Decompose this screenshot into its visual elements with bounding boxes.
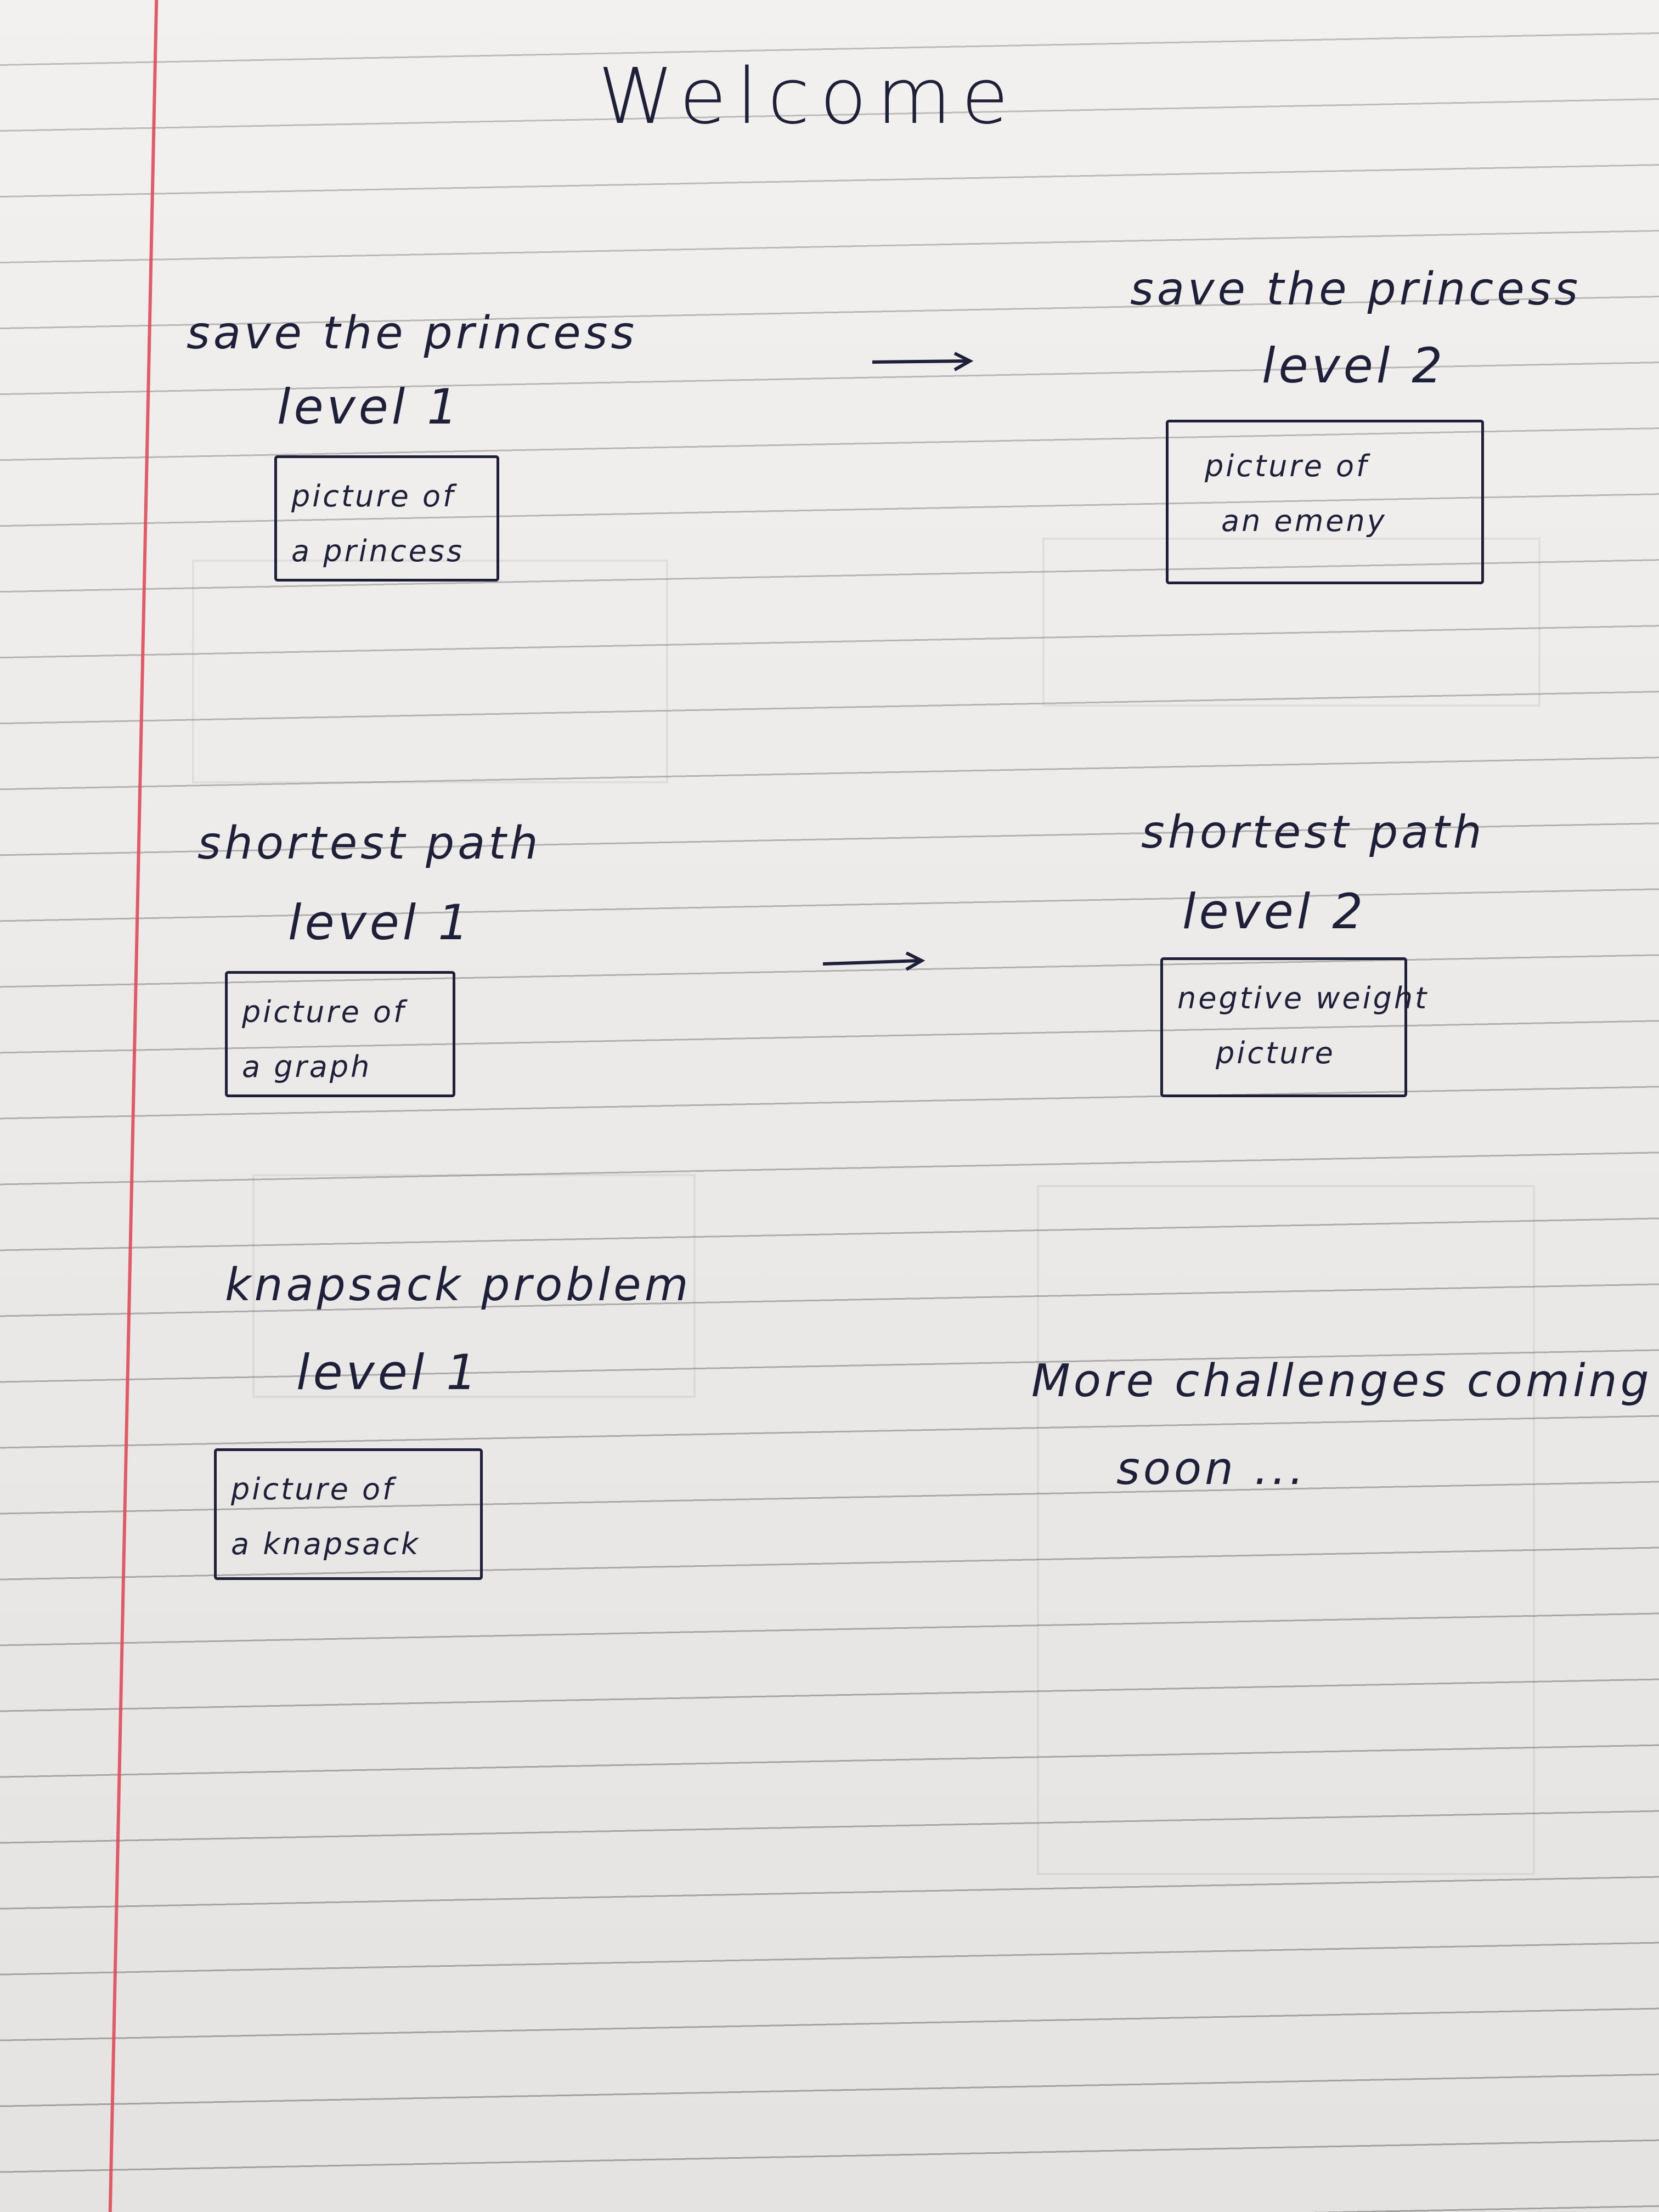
picture-caption-line: a graph	[242, 1049, 372, 1084]
picture-caption-line: an emeny	[1221, 504, 1387, 538]
level-label: level 2	[1262, 337, 1446, 394]
show-through-box	[1042, 538, 1541, 707]
right-arrow-icon	[823, 952, 926, 971]
picture-placeholder: picture of a princess	[274, 455, 499, 582]
game-title: shortest path	[198, 817, 541, 870]
picture-placeholder: picture of a knapsack	[214, 1448, 483, 1580]
picture-caption-line: negtive weight	[1177, 981, 1429, 1015]
coming-soon-text: soon ...	[1116, 1443, 1307, 1495]
show-through-box	[192, 560, 668, 783]
level-label: level 2	[1182, 883, 1367, 940]
picture-placeholder: picture of an emeny	[1166, 420, 1484, 584]
game-title: save the princess	[187, 307, 638, 359]
picture-caption-line: picture of	[242, 995, 407, 1029]
page-title: Welcome	[598, 52, 1019, 142]
game-title: knapsack problem	[225, 1259, 692, 1311]
game-title: shortest path	[1141, 806, 1485, 859]
show-through-box	[1037, 1185, 1535, 1875]
picture-caption-line: a knapsack	[231, 1527, 421, 1561]
level-label: level 1	[296, 1344, 481, 1401]
level-label: level 1	[288, 894, 472, 951]
picture-caption-line: picture of	[231, 1472, 396, 1506]
game-title: save the princess	[1130, 263, 1582, 315]
picture-caption-line: picture of	[1205, 449, 1369, 483]
picture-caption-line: picture of	[291, 479, 456, 514]
more-challenges-text: More challenges coming	[1031, 1355, 1652, 1407]
picture-placeholder: picture of a graph	[225, 971, 455, 1097]
picture-caption-line: a princess	[291, 534, 465, 568]
show-through-box	[252, 1174, 696, 1398]
picture-placeholder: negtive weight picture	[1160, 957, 1429, 1097]
right-arrow-icon	[872, 352, 974, 371]
level-label: level 1	[277, 379, 461, 435]
picture-caption-line: picture	[1216, 1036, 1335, 1070]
